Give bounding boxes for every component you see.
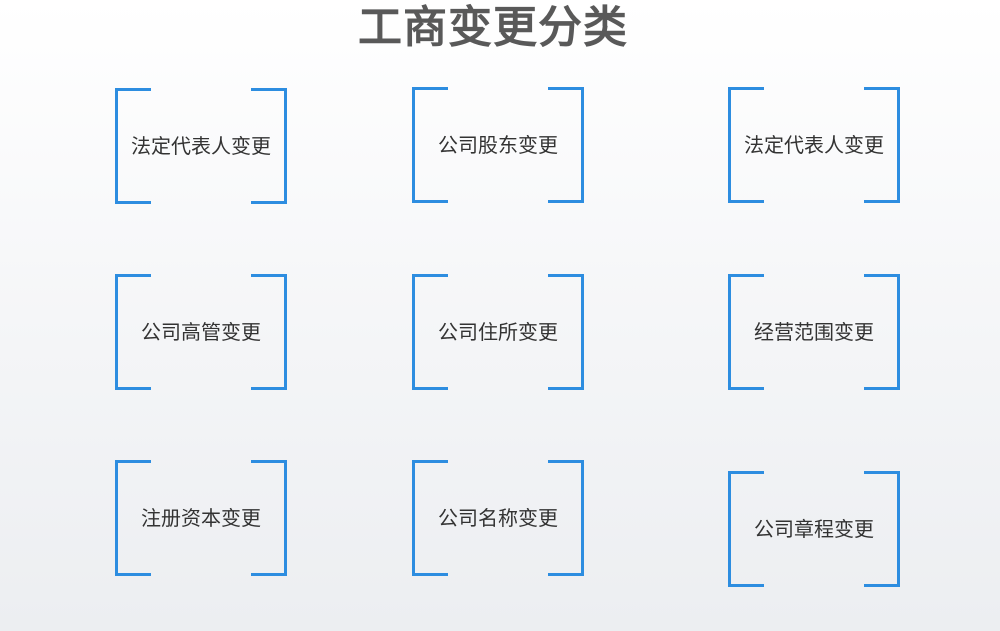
left-bracket-icon: [412, 460, 448, 576]
category-articles-of-association-change[interactable]: 公司章程变更: [728, 471, 900, 587]
category-address-change[interactable]: 公司住所变更: [412, 274, 584, 390]
category-label: 公司高管变更: [141, 320, 261, 344]
category-label: 注册资本变更: [141, 506, 261, 530]
category-shareholder-change[interactable]: 公司股东变更: [412, 87, 584, 203]
category-label: 公司住所变更: [438, 320, 558, 344]
left-bracket-icon: [115, 460, 151, 576]
left-bracket-icon: [728, 87, 764, 203]
category-label: 公司股东变更: [438, 133, 558, 157]
right-bracket-icon: [864, 87, 900, 203]
category-legal-representative-change-2[interactable]: 法定代表人变更: [728, 87, 900, 203]
category-label: 公司章程变更: [754, 517, 874, 541]
left-bracket-icon: [412, 87, 448, 203]
left-bracket-icon: [412, 274, 448, 390]
left-bracket-icon: [115, 88, 151, 204]
category-executive-change[interactable]: 公司高管变更: [115, 274, 287, 390]
right-bracket-icon: [548, 460, 584, 576]
right-bracket-icon: [548, 274, 584, 390]
right-bracket-icon: [251, 88, 287, 204]
left-bracket-icon: [115, 274, 151, 390]
category-label: 法定代表人变更: [131, 134, 271, 158]
right-bracket-icon: [251, 274, 287, 390]
right-bracket-icon: [548, 87, 584, 203]
left-bracket-icon: [728, 471, 764, 587]
category-company-name-change[interactable]: 公司名称变更: [412, 460, 584, 576]
right-bracket-icon: [864, 274, 900, 390]
category-legal-representative-change[interactable]: 法定代表人变更: [115, 88, 287, 204]
left-bracket-icon: [728, 274, 764, 390]
right-bracket-icon: [864, 471, 900, 587]
page-title: 工商变更分类: [358, 2, 628, 53]
category-label: 法定代表人变更: [744, 133, 884, 157]
category-business-scope-change[interactable]: 经营范围变更: [728, 274, 900, 390]
category-registered-capital-change[interactable]: 注册资本变更: [115, 460, 287, 576]
category-label: 公司名称变更: [438, 506, 558, 530]
right-bracket-icon: [251, 460, 287, 576]
category-label: 经营范围变更: [754, 320, 874, 344]
